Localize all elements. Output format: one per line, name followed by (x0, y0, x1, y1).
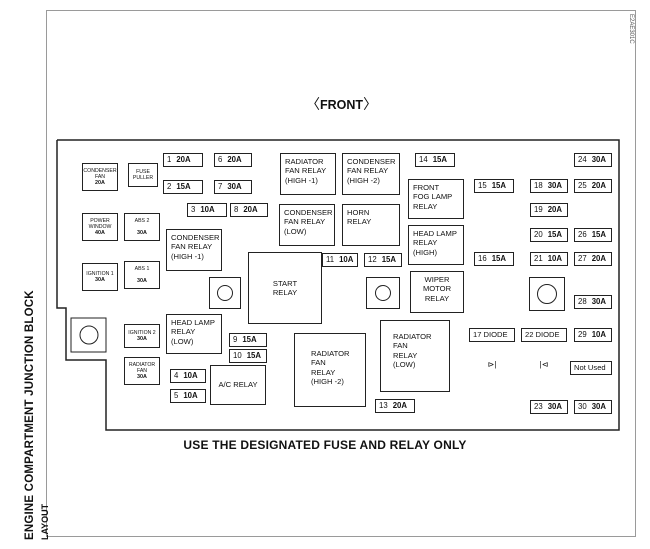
not-used-slot: Not Used (570, 361, 612, 375)
round-connector (366, 277, 400, 309)
round-connector (209, 277, 241, 309)
diode-17: 17 DIODE (469, 328, 515, 342)
front-label: 〈FRONT〉 (306, 96, 378, 112)
diode-symbol-icon: ⊳| (487, 360, 497, 369)
ac-relay: A/C RELAY (210, 365, 266, 405)
diode-symbol-icon: |⊲ (539, 360, 549, 369)
side-subtitle: LAYOUT (40, 503, 50, 540)
diode-22: 22 DIODE (521, 328, 567, 342)
side-title: ENGINE COMPARTMENT JUNCTION BLOCK (24, 290, 36, 540)
footer-instruction: USE THE DESIGNATED FUSE AND RELAY ONLY (183, 438, 467, 452)
document-code: E2AE301C (628, 14, 634, 44)
round-connector (529, 277, 565, 311)
diagram-frame (46, 10, 636, 537)
